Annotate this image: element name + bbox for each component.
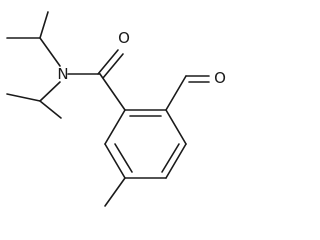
bond-ch-lower-to-ch3-left	[6, 93, 41, 102]
bond-ch-upper-to-ch3-top	[39, 11, 49, 39]
amide-group	[67, 49, 126, 111]
ring-bond-3	[165, 143, 187, 179]
ring-bond-2	[165, 109, 187, 145]
ring-bond-3-inner	[161, 143, 180, 173]
atom-label-amide-oxygen: O	[118, 29, 130, 47]
bond-ring-to-cho-c	[165, 75, 187, 111]
molecule-structure-diagram: O N O	[6, 11, 226, 207]
bond-ring-to-methyl	[104, 177, 126, 207]
ring-bond-5-inner	[114, 143, 133, 173]
bond-carbonyl-c-o-1	[97, 49, 119, 75]
bond-ch-upper-to-n	[39, 37, 61, 67]
bond-carbonyl-c-to-ring	[99, 73, 126, 111]
isopropyl-lower	[6, 81, 62, 119]
benzene-ring	[104, 109, 187, 179]
isopropyl-upper	[6, 11, 61, 67]
atom-label-nitrogen: N	[57, 65, 68, 83]
aldehyde-group	[165, 75, 210, 111]
bond-carbonyl-c-o-2	[102, 53, 124, 79]
bond-n-to-ch-lower	[39, 81, 61, 102]
bond-ch-lower-to-ch3-bottom	[39, 100, 62, 119]
atom-label-aldehyde-oxygen: O	[214, 69, 226, 87]
ring-bond-5	[104, 143, 126, 179]
ring-bond-6	[104, 109, 126, 145]
